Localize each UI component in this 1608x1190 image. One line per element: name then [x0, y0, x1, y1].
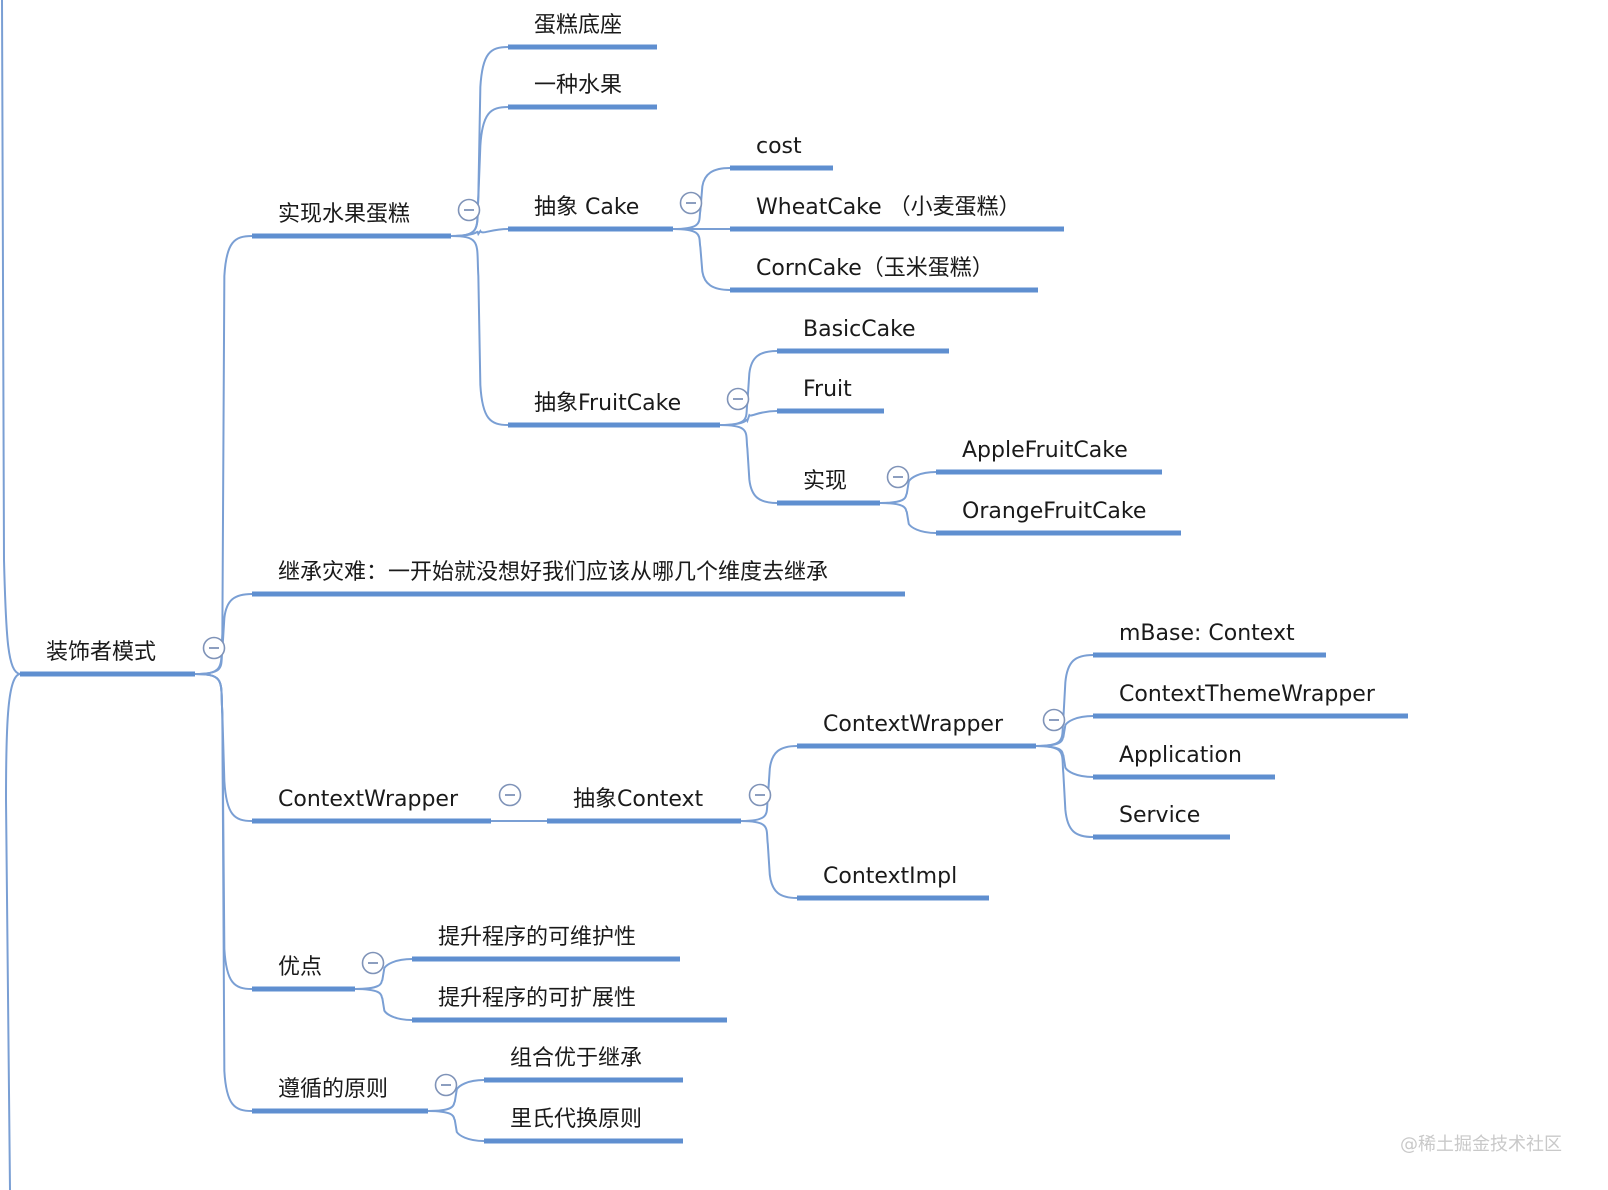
mindmap-node-root-0-3-2-1[interactable]: OrangeFruitCake	[936, 499, 1181, 536]
node-label: Application	[1119, 743, 1242, 768]
root-offscreen-edge-lower	[4, 673, 21, 1190]
collapse-toggle-button[interactable]	[434, 1073, 458, 1097]
mindmap-node-root-0-3[interactable]: 抽象FruitCake	[508, 387, 750, 428]
node-label: 组合优于继承	[510, 1046, 642, 1071]
collapse-toggle-button[interactable]	[498, 783, 522, 807]
node-label: 里氏代换原则	[510, 1107, 642, 1132]
mindmap-node-root-0-2[interactable]: 抽象 Cake	[508, 191, 703, 232]
mindmap-node-root-2-0-0-3[interactable]: Service	[1093, 803, 1230, 840]
node-label: 提升程序的可维护性	[438, 925, 636, 950]
node-label: 实现	[803, 469, 847, 494]
node-label: ContextWrapper	[278, 787, 459, 812]
connector-edge	[740, 745, 798, 822]
collapse-toggle-button[interactable]	[726, 387, 750, 411]
mindmap-node-root-3-0[interactable]: 提升程序的可维护性	[412, 925, 680, 962]
node-label: Fruit	[803, 377, 852, 402]
mindmap-node-root-0-2-0[interactable]: cost	[730, 134, 833, 171]
collapse-toggle-button[interactable]	[886, 465, 910, 489]
connector-edge	[879, 502, 937, 534]
mindmap-node-root-2-0-0-1[interactable]: ContextThemeWrapper	[1093, 682, 1408, 719]
connector-edge	[194, 673, 253, 1112]
root-offscreen-edge	[1, 0, 21, 675]
node-label: 抽象 Cake	[534, 195, 639, 220]
node-label: OrangeFruitCake	[962, 499, 1146, 524]
connector-edge	[1035, 745, 1094, 778]
mindmap-node-root-2-0-0[interactable]: ContextWrapper	[797, 708, 1066, 749]
connector-edge	[1035, 745, 1094, 838]
mindmap-node-root-3[interactable]: 优点	[252, 951, 385, 992]
collapse-toggle-button[interactable]	[679, 191, 703, 215]
connector-edge	[450, 228, 509, 237]
node-label: 遵循的原则	[278, 1077, 388, 1102]
node-label: 抽象Context	[573, 787, 704, 812]
node-label: 装饰者模式	[46, 640, 156, 665]
mindmap-node-root-2-0-1[interactable]: ContextImpl	[797, 864, 989, 901]
connector-edge	[427, 1110, 485, 1142]
mindmap-node-root[interactable]: 装饰者模式	[20, 636, 226, 677]
collapse-toggle-button[interactable]	[1042, 708, 1066, 732]
node-label: BasicCake	[803, 317, 916, 342]
mindmap-node-root-0-2-2[interactable]: CornCake（玉米蛋糕）	[730, 256, 1038, 293]
node-label: 继承灾难：一开始就没想好我们应该从哪几个维度去继承	[278, 560, 828, 585]
node-label: 抽象FruitCake	[534, 391, 681, 416]
node-label: ContextWrapper	[823, 712, 1004, 737]
connector-edge	[450, 235, 509, 426]
mindmap-node-root-0-2-1[interactable]: WheatCake （小麦蛋糕）	[730, 195, 1064, 232]
mindmap-node-root-2-0[interactable]: 抽象Context	[547, 783, 772, 824]
node-label: cost	[756, 134, 802, 159]
connector-edge	[427, 1079, 485, 1112]
mindmap-node-root-2[interactable]: ContextWrapper	[252, 783, 522, 824]
node-label: WheatCake （小麦蛋糕）	[756, 195, 1021, 220]
connector-edge	[1035, 715, 1094, 747]
mindmap-node-root-0-3-0[interactable]: BasicCake	[777, 317, 949, 354]
node-label: 提升程序的可扩展性	[438, 986, 636, 1011]
mindmap-node-root-2-0-0-2[interactable]: Application	[1093, 743, 1275, 780]
mindmap-node-root-4[interactable]: 遵循的原则	[252, 1073, 458, 1114]
connector-edge	[354, 988, 413, 1021]
connector-edge	[719, 350, 778, 426]
mindmap-node-root-3-1[interactable]: 提升程序的可扩展性	[412, 986, 727, 1023]
connector-edge	[194, 235, 253, 675]
mindmap-node-root-0-3-2-0[interactable]: AppleFruitCake	[936, 438, 1162, 475]
node-label: mBase: Context	[1119, 621, 1295, 646]
node-label: CornCake（玉米蛋糕）	[756, 256, 994, 281]
connector-edge	[879, 471, 937, 504]
mindmap-node-root-4-1[interactable]: 里氏代换原则	[484, 1107, 683, 1144]
mindmap-node-root-0[interactable]: 实现水果蛋糕	[252, 198, 481, 239]
connector-edge	[672, 228, 731, 291]
mindmap-node-root-0-0[interactable]: 蛋糕底座	[508, 13, 657, 50]
node-label: 实现水果蛋糕	[278, 202, 410, 227]
mindmap-node-root-0-3-2[interactable]: 实现	[777, 465, 910, 506]
mindmap-node-root-4-0[interactable]: 组合优于继承	[484, 1046, 683, 1083]
connector-edge	[719, 424, 778, 504]
mindmap-node-root-0-1[interactable]: 一种水果	[508, 73, 657, 110]
mindmap-node-root-2-0-0-0[interactable]: mBase: Context	[1093, 621, 1326, 658]
mindmap-node-root-0-3-1[interactable]: Fruit	[777, 377, 884, 414]
node-label: Service	[1119, 803, 1200, 828]
watermark: @稀土掘金技术社区	[1400, 1134, 1562, 1155]
connector-edge	[194, 593, 253, 675]
connector-edge	[354, 958, 413, 990]
mindmap-node-root-1[interactable]: 继承灾难：一开始就没想好我们应该从哪几个维度去继承	[252, 560, 905, 597]
collapse-toggle-button[interactable]	[748, 783, 772, 807]
collapse-toggle-button[interactable]	[361, 951, 385, 975]
node-label: AppleFruitCake	[962, 438, 1128, 463]
node-label: 一种水果	[534, 73, 622, 98]
connector-edge	[719, 410, 778, 426]
node-label: 优点	[278, 955, 322, 980]
connector-edge	[450, 106, 509, 237]
collapse-toggle-button[interactable]	[457, 198, 481, 222]
node-label: ContextThemeWrapper	[1119, 682, 1376, 707]
connector-edge	[740, 820, 798, 899]
node-label: 蛋糕底座	[534, 13, 622, 38]
collapse-toggle-button[interactable]	[202, 636, 226, 660]
node-label: ContextImpl	[823, 864, 957, 889]
